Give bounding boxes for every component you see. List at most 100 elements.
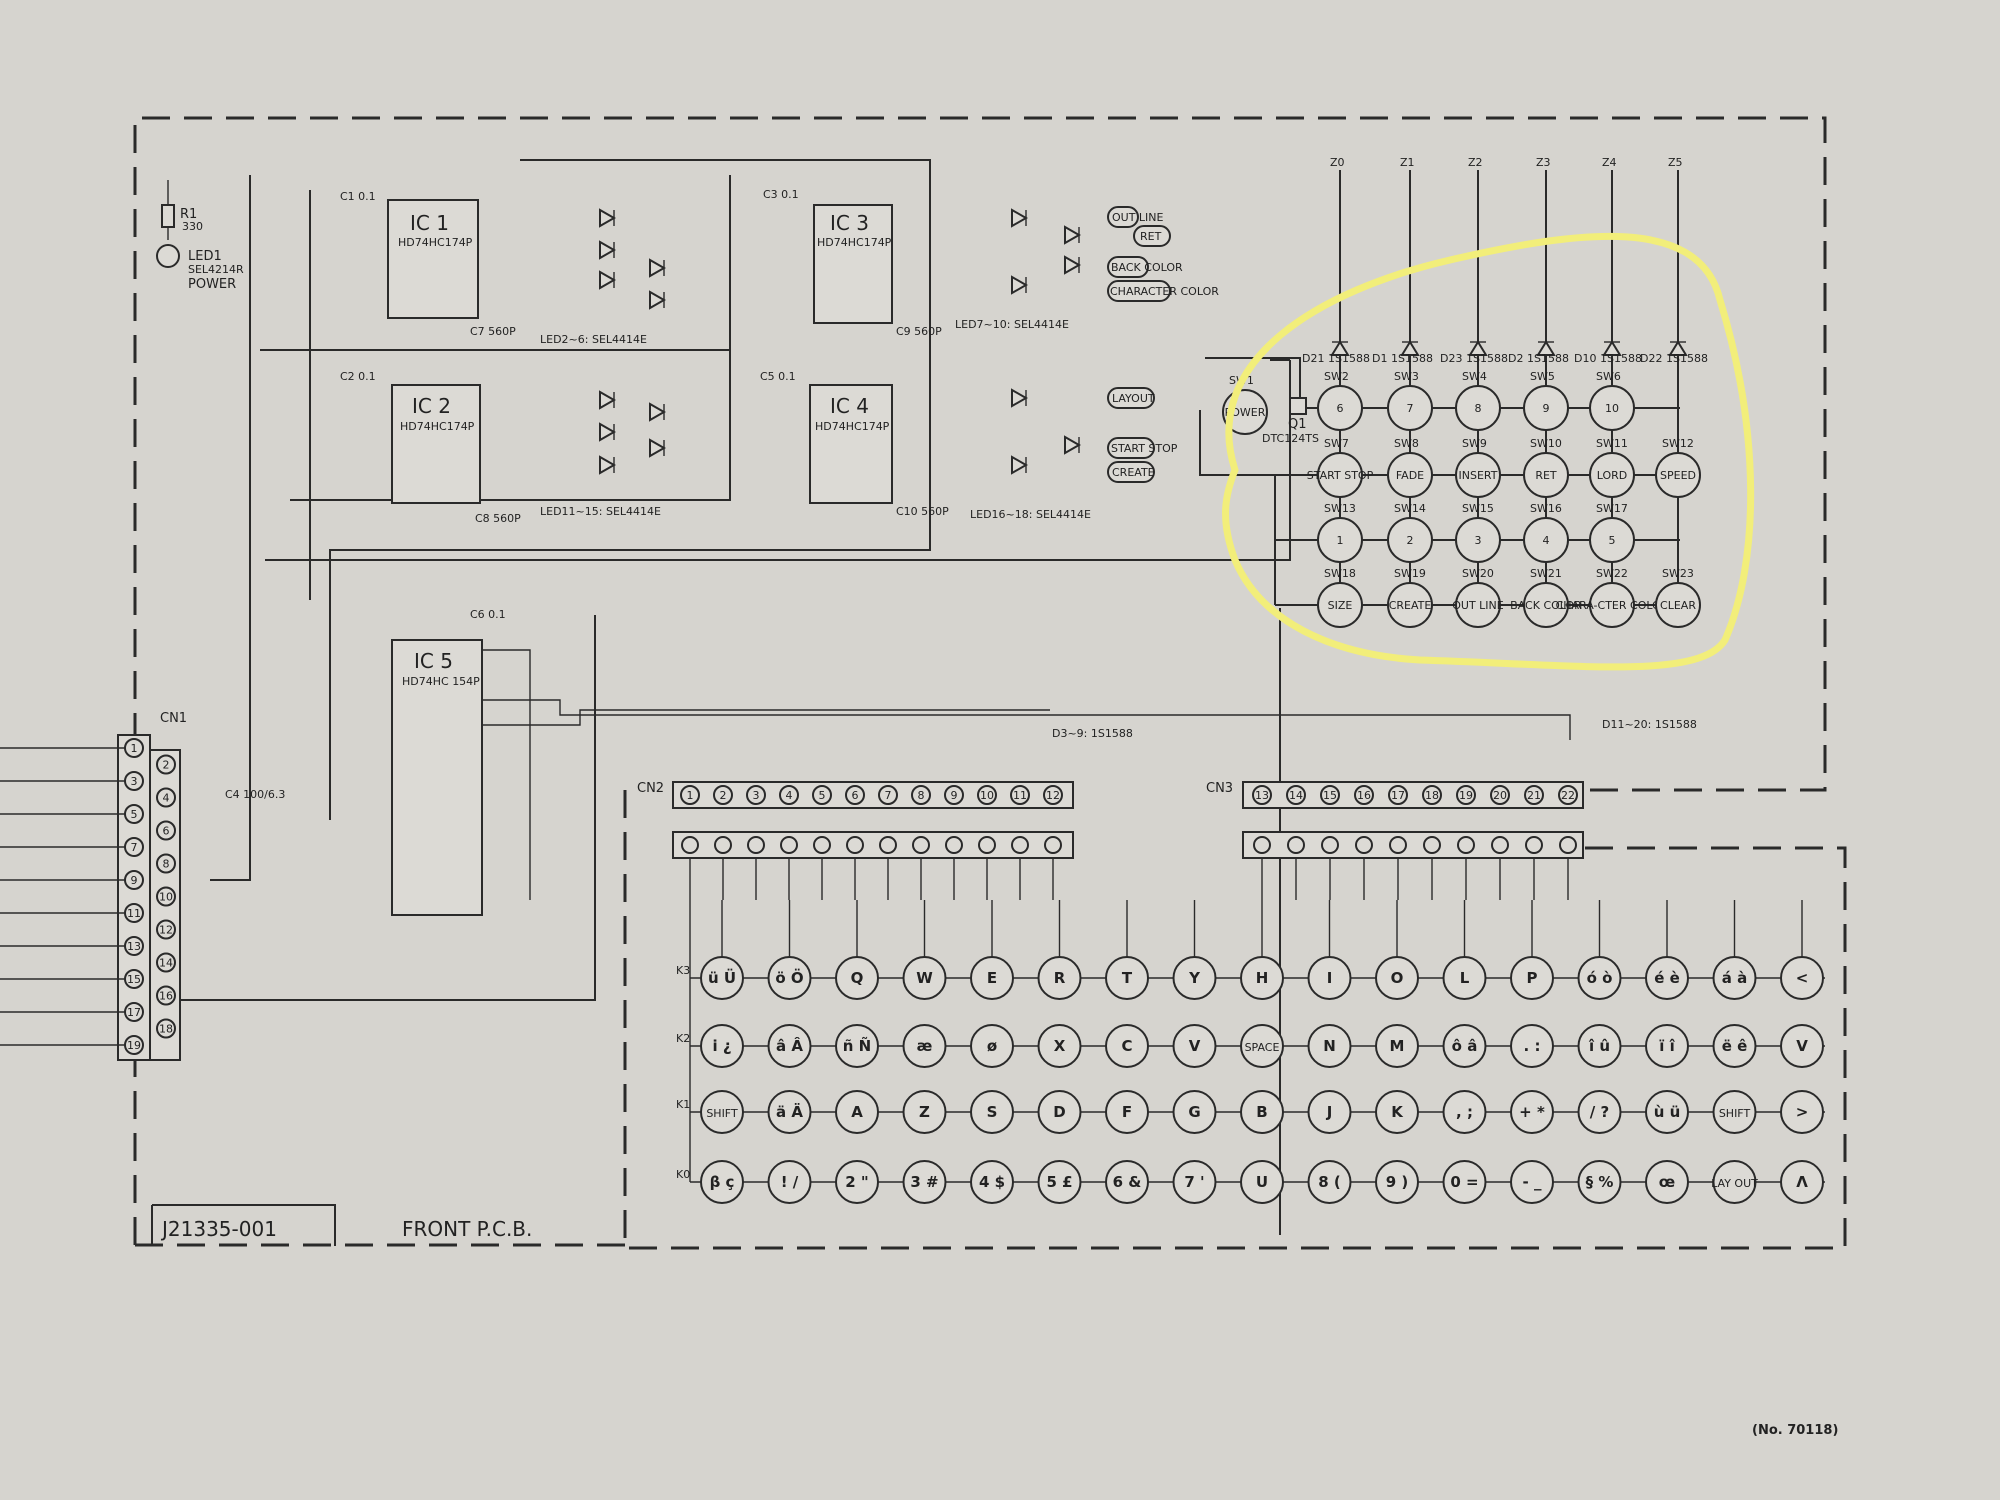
key-switch[interactable]: î û xyxy=(1577,1024,1622,1068)
key-switch[interactable]: W xyxy=(902,956,947,1000)
key-switch[interactable]: ù ü xyxy=(1645,1090,1689,1134)
key-switch[interactable]: B xyxy=(1240,1090,1284,1134)
key-switch[interactable]: . : xyxy=(1510,1024,1554,1068)
key-switch[interactable]: G xyxy=(1172,1090,1217,1134)
key-switch[interactable]: 3 # xyxy=(902,1160,947,1204)
key-switch[interactable]: œ xyxy=(1645,1160,1689,1204)
key-switch[interactable]: 7 ' xyxy=(1172,1160,1217,1204)
key-switch[interactable]: i ¿ xyxy=(700,1024,744,1068)
key-switch[interactable]: S xyxy=(970,1090,1014,1134)
key-switch[interactable]: M xyxy=(1375,1024,1419,1068)
key-switch[interactable]: 4 $ xyxy=(970,1160,1014,1204)
key-switch[interactable]: H xyxy=(1240,956,1284,1000)
key-switch[interactable]: + * xyxy=(1510,1090,1554,1134)
key-switch[interactable]: â Â xyxy=(767,1024,812,1068)
key-switch[interactable]: ï î xyxy=(1645,1024,1689,1068)
key-label: Λ xyxy=(1796,1173,1808,1191)
key-switch[interactable]: ! / xyxy=(767,1160,812,1204)
key-switch[interactable]: < xyxy=(1780,956,1824,1000)
key-switch[interactable]: , ; xyxy=(1442,1090,1487,1134)
key-switch[interactable]: E xyxy=(970,956,1014,1000)
key-switch[interactable]: Y xyxy=(1172,956,1217,1000)
diode-icon xyxy=(1602,340,1622,356)
key-switch[interactable]: ø xyxy=(970,1024,1014,1068)
transistor-ref: Q1 xyxy=(1288,417,1307,432)
key-switch[interactable]: Z xyxy=(902,1090,947,1134)
key-switch[interactable]: A xyxy=(835,1090,879,1134)
key-switch[interactable]: 9 ) xyxy=(1375,1160,1419,1204)
key-switch[interactable]: R xyxy=(1037,956,1082,1000)
key-switch[interactable]: ö Ö xyxy=(767,956,812,1000)
key-switch[interactable]: 2 " xyxy=(835,1160,879,1204)
key-switch[interactable]: ñ Ñ xyxy=(835,1024,879,1068)
key-switch[interactable]: 0 = xyxy=(1442,1160,1487,1204)
key-switch[interactable]: LAY OUT xyxy=(1711,1160,1758,1204)
key-switch[interactable]: V xyxy=(1172,1024,1217,1068)
ic3: IC 3 HD74HC174P C3 0.1 C9 560P LED7~10: … xyxy=(763,188,1069,338)
key-switch[interactable]: SHIFT xyxy=(1712,1090,1757,1134)
led-icon xyxy=(599,208,617,228)
key-switch[interactable]: D xyxy=(1037,1090,1082,1134)
key-switch[interactable]: SPACE xyxy=(1240,1024,1284,1068)
key-switch[interactable]: L xyxy=(1442,956,1487,1000)
key-switch[interactable]: I xyxy=(1307,956,1352,1000)
key-switch[interactable]: / ? xyxy=(1577,1090,1622,1134)
key-switch[interactable]: > xyxy=(1780,1090,1824,1134)
key-switch[interactable]: 5 £ xyxy=(1037,1160,1082,1204)
key-switch[interactable]: U xyxy=(1240,1160,1284,1204)
key-label: 7 ' xyxy=(1184,1173,1204,1191)
key-switch[interactable]: ë ê xyxy=(1712,1024,1757,1068)
key-switch[interactable]: Q xyxy=(835,956,879,1000)
key-switch[interactable]: ô â xyxy=(1442,1024,1487,1068)
key-switch[interactable]: O xyxy=(1375,956,1419,1000)
key-label: 9 ) xyxy=(1386,1173,1409,1191)
key-switch[interactable]: C xyxy=(1105,1024,1149,1068)
key-switch[interactable]: ó ò xyxy=(1577,956,1622,1000)
key-switch[interactable]: T xyxy=(1105,956,1149,1000)
key-switch[interactable]: SHIFT xyxy=(700,1090,744,1134)
key-switch[interactable]: - _ xyxy=(1510,1160,1554,1204)
key-switch[interactable]: ü Ü xyxy=(700,956,744,1000)
key-switch[interactable]: β ç xyxy=(700,1160,744,1204)
key-switch[interactable]: J xyxy=(1307,1090,1352,1134)
key-switch[interactable]: F xyxy=(1105,1090,1149,1134)
cn2-socket xyxy=(912,836,930,854)
key-switch[interactable]: K xyxy=(1375,1090,1419,1134)
switch-label: CLEAR xyxy=(1660,599,1696,612)
key-switch[interactable]: V xyxy=(1780,1024,1824,1068)
key-switch[interactable]: N xyxy=(1307,1024,1352,1068)
key-switch[interactable]: ä Ä xyxy=(767,1090,812,1134)
key-switch[interactable]: æ xyxy=(902,1024,947,1068)
key-switch[interactable]: P xyxy=(1510,956,1554,1000)
key-switch[interactable]: X xyxy=(1037,1024,1082,1068)
cn2-pin-number: 9 xyxy=(951,789,958,802)
key-switch[interactable]: Λ xyxy=(1780,1160,1824,1204)
key-switch[interactable]: § % xyxy=(1577,1160,1622,1204)
key-switch[interactable]: 6 & xyxy=(1105,1160,1149,1204)
key-switch[interactable]: 8 ( xyxy=(1307,1160,1352,1204)
key-switch[interactable]: á à xyxy=(1712,956,1757,1000)
key-switch[interactable]: é è xyxy=(1645,956,1689,1000)
